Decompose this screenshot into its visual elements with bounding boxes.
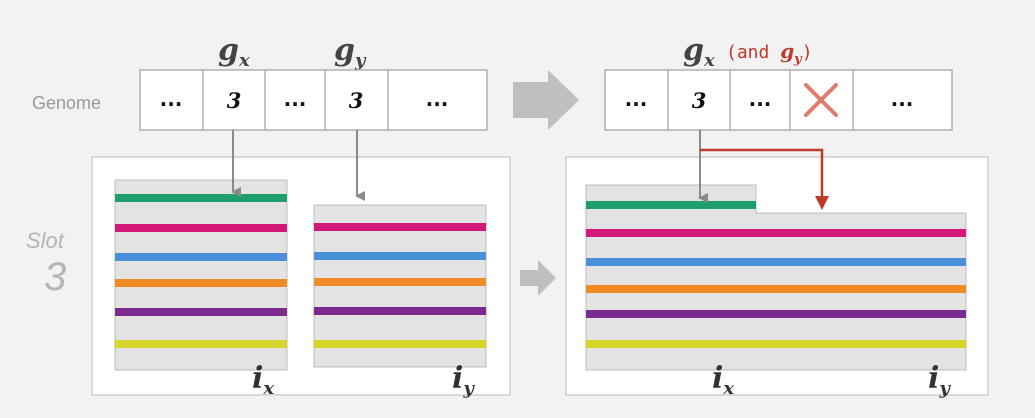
line-green [586,201,756,209]
line-orange [586,285,966,293]
gene-label-gx: gx [218,33,250,71]
small-right-arrow-icon [520,260,556,296]
line-green [115,194,287,202]
index-label-left-iy: iy [452,361,475,399]
gene-label-gx-right: gx [683,33,715,71]
x-mark-icon [804,83,838,117]
right-genome-cell-5: ... [891,87,914,111]
line-blue [115,253,287,261]
slot-number: 3 [44,255,66,299]
right-merged-block [585,184,967,371]
index-label-left-ix: ix [252,361,274,399]
left-genome-cell-1: ... [160,87,183,111]
line-purple [586,310,966,318]
gene-label-gy: gy [334,33,367,71]
left-genome-cell-3: ... [284,87,307,111]
left-genome-cell-2: 3 [227,88,242,113]
line-purple [115,308,287,316]
right-genome-cell-3: ... [749,87,772,111]
index-label-right-ix: ix [712,361,734,399]
line-purple [314,307,486,315]
right-genome-cell-1: ... [625,87,648,111]
left-block-iy [313,204,487,368]
big-right-arrow-icon [513,70,579,130]
line-blue [586,258,966,266]
right-genome-cell-2: 3 [692,88,707,113]
line-yellow [586,340,966,348]
line-orange [115,279,287,287]
left-genome-row: ... 3 ... 3 ... [139,69,488,131]
line-magenta [115,224,287,232]
red-redirect-arrow [700,148,829,210]
genome-label: Genome [32,93,101,113]
line-blue [314,252,486,260]
right-genome-row: ... 3 ... ... [604,69,953,131]
line-yellow [314,340,486,348]
slot-label: Slot [26,228,65,253]
left-block-ix [114,179,288,371]
index-label-right-iy: iy [928,361,951,399]
line-orange [314,278,486,286]
left-genome-cell-5: ... [426,87,449,111]
and-gy-annotation: (and gy) [726,39,813,67]
line-magenta [314,223,486,231]
line-magenta [586,229,966,237]
left-genome-cell-4: 3 [349,88,364,113]
line-yellow [115,340,287,348]
